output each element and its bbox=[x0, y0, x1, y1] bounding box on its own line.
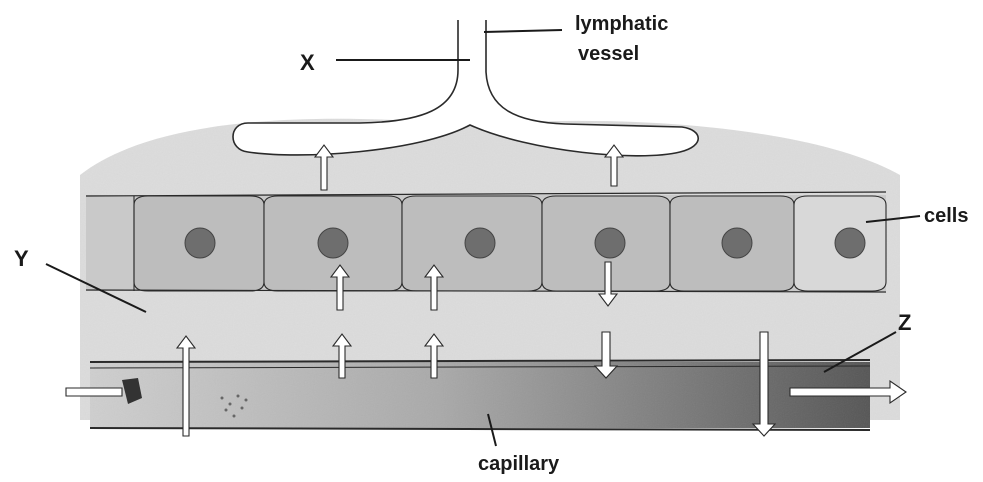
label-capillary: capillary bbox=[478, 453, 560, 475]
label-z: Z bbox=[898, 310, 911, 335]
cell-nucleus bbox=[835, 228, 865, 258]
label-y: Y bbox=[14, 246, 29, 271]
leader-lymphatic bbox=[484, 30, 562, 32]
label-lymphatic-line2: vessel bbox=[578, 43, 639, 65]
capillary-wall-bottom bbox=[90, 428, 870, 430]
arrow-blood-flow-in bbox=[66, 388, 122, 396]
label-x: X bbox=[300, 50, 315, 75]
cell-nucleus bbox=[318, 228, 348, 258]
label-lymphatic-line1: lymphatic bbox=[575, 13, 668, 35]
cell-nucleus bbox=[465, 228, 495, 258]
cell-nucleus bbox=[722, 228, 752, 258]
cell-nucleus bbox=[595, 228, 625, 258]
label-cells: cells bbox=[924, 205, 968, 227]
cell-nucleus bbox=[185, 228, 215, 258]
cells-group bbox=[134, 196, 886, 291]
